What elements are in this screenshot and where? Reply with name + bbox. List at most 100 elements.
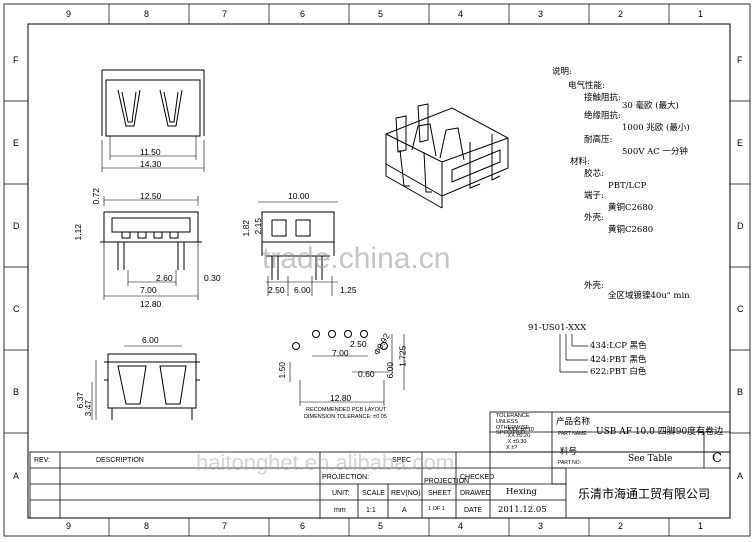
dim-label: 3.47 xyxy=(83,399,94,417)
note-line: 黄铜C2680 xyxy=(608,225,654,235)
dim-label: 7.00 xyxy=(140,285,157,295)
row-label: C xyxy=(13,304,20,314)
dim-label: 12.80 xyxy=(140,299,162,309)
date-value: 2011.12.05 xyxy=(498,505,547,515)
col-label: 5 xyxy=(378,9,384,19)
note-line: 端子: xyxy=(584,191,604,201)
spec-label: SPEC xyxy=(392,457,412,464)
dim-label: 14.30 xyxy=(140,159,162,169)
col-label: 6 xyxy=(300,521,306,531)
dim-label: 1.82 xyxy=(241,219,252,237)
row-label: B xyxy=(737,387,744,397)
dim-label: 0.30 xyxy=(204,273,221,283)
dim-label: 1.25 xyxy=(340,285,357,295)
col-label: 2 xyxy=(618,521,624,531)
tolerance-x: .X ±0.30 xyxy=(506,439,527,445)
note-line: PBT/LCP xyxy=(608,181,647,191)
dim-label: 2.50 xyxy=(268,285,285,295)
note-line: 接触阻抗: xyxy=(584,93,621,103)
tolerance-xx: .XX ±0.20 xyxy=(506,433,531,439)
note-line: 外壳: xyxy=(584,213,604,223)
part-no-label-en: PART NO: xyxy=(558,460,582,466)
zone-ticks xyxy=(4,4,750,536)
description-label: DESCRIPTION xyxy=(96,457,144,464)
col-label: 2 xyxy=(618,9,624,19)
row-label: B xyxy=(13,387,20,397)
front-view xyxy=(100,196,202,300)
unit-value: mm xyxy=(334,507,346,514)
note-line: 1000 兆欧 (最小) xyxy=(622,123,690,133)
note-line: 胶芯: xyxy=(584,169,604,179)
col-label: 8 xyxy=(144,9,150,19)
note-line: 绝缘阻抗: xyxy=(584,111,621,121)
row-label: E xyxy=(737,138,744,148)
col-label: 9 xyxy=(66,9,72,19)
part-name: USB AF 10.0 四脚90度有卷边 xyxy=(596,427,724,437)
col-label: 4 xyxy=(458,9,464,19)
variant-leaders xyxy=(559,334,588,373)
drawed-label: DRAWED xyxy=(460,490,491,497)
sheet-label: SHEET xyxy=(428,490,452,497)
projection-label: PROJECTION: xyxy=(322,474,370,481)
watermark-alibaba: haitonghet.en.alibaba.com xyxy=(196,450,455,475)
note-line: 黄铜C2680 xyxy=(608,203,654,213)
tolerance-int: X ±? xyxy=(506,445,518,451)
col-label: 4 xyxy=(458,521,464,531)
bottom-view xyxy=(91,345,200,420)
variant-622: 622:PBT 白色 xyxy=(590,367,647,377)
col-label: 7 xyxy=(222,521,228,531)
col-label: 1 xyxy=(698,9,704,19)
dim-label: 6.00 xyxy=(294,285,311,295)
revno-value: A xyxy=(402,507,407,514)
dim-label: 2.15 xyxy=(253,217,264,235)
dim-label: 0.72 xyxy=(91,187,102,205)
col-label: 3 xyxy=(538,9,544,19)
dim-label: 12.80 xyxy=(330,393,352,403)
part-no: See Table xyxy=(628,454,673,464)
drawed-value: Hexing xyxy=(506,487,537,497)
side-view xyxy=(258,201,338,296)
pcb-layout xyxy=(289,330,405,406)
row-label: D xyxy=(737,221,744,231)
col-label: 5 xyxy=(378,521,384,531)
dim-label: 6.00 xyxy=(142,335,159,345)
dim-label: 2.50 xyxy=(350,339,367,349)
row-label: A xyxy=(737,471,744,481)
row-label: F xyxy=(13,55,19,65)
dim-label: 11.50 xyxy=(140,147,161,157)
row-label: A xyxy=(13,471,20,481)
variant-434: 434:LCP 黑色 xyxy=(590,341,647,351)
rev-label: REV: xyxy=(34,457,51,464)
dim-label: 10.00 xyxy=(288,191,310,201)
unit-label: UNIT: xyxy=(332,490,350,497)
dim-label: 1.50 xyxy=(277,361,288,379)
note-line: 电气性能: xyxy=(568,81,605,91)
front-top-view xyxy=(101,69,205,172)
col-label: 3 xyxy=(538,521,544,531)
dim-label: 0.60 xyxy=(358,369,375,379)
scale-label: SCALE xyxy=(362,490,385,497)
note-line: 外壳: xyxy=(584,281,604,291)
col-label: 8 xyxy=(144,521,150,531)
watermark-trade: trade.china.cn xyxy=(262,242,451,275)
note-line: 材料: xyxy=(570,157,590,167)
part-name-label-en: PART NAME: xyxy=(558,431,589,437)
col-label: 6 xyxy=(300,9,306,19)
outer-frame xyxy=(3,3,751,537)
scale-value: 1:1 xyxy=(366,507,376,514)
tolerance-header: TOLERANCE UNLESS OTHERWISE SPECIFIED xyxy=(496,413,530,437)
col-label: 1 xyxy=(698,521,704,531)
variant-424: 424:PBT 黑色 xyxy=(590,355,647,365)
part-no-label: 料号 xyxy=(560,447,578,457)
row-label: F xyxy=(737,55,743,65)
pcb-caption: RECOMMENDED PCB LAYOUT xyxy=(306,407,387,413)
dim-label: 1.12 xyxy=(73,223,84,241)
pcb-tolerance: DIMENSION TOLERANCE: ±0.05 xyxy=(304,414,387,420)
notes-title: 说明: xyxy=(552,67,572,77)
dim-label: 12.50 xyxy=(140,191,162,201)
projection2-label: PROJECTION xyxy=(424,478,470,485)
dim-label: 7.00 xyxy=(332,348,349,358)
part-code: 91-US01-XXX xyxy=(528,323,587,333)
isometric-view xyxy=(385,103,509,209)
